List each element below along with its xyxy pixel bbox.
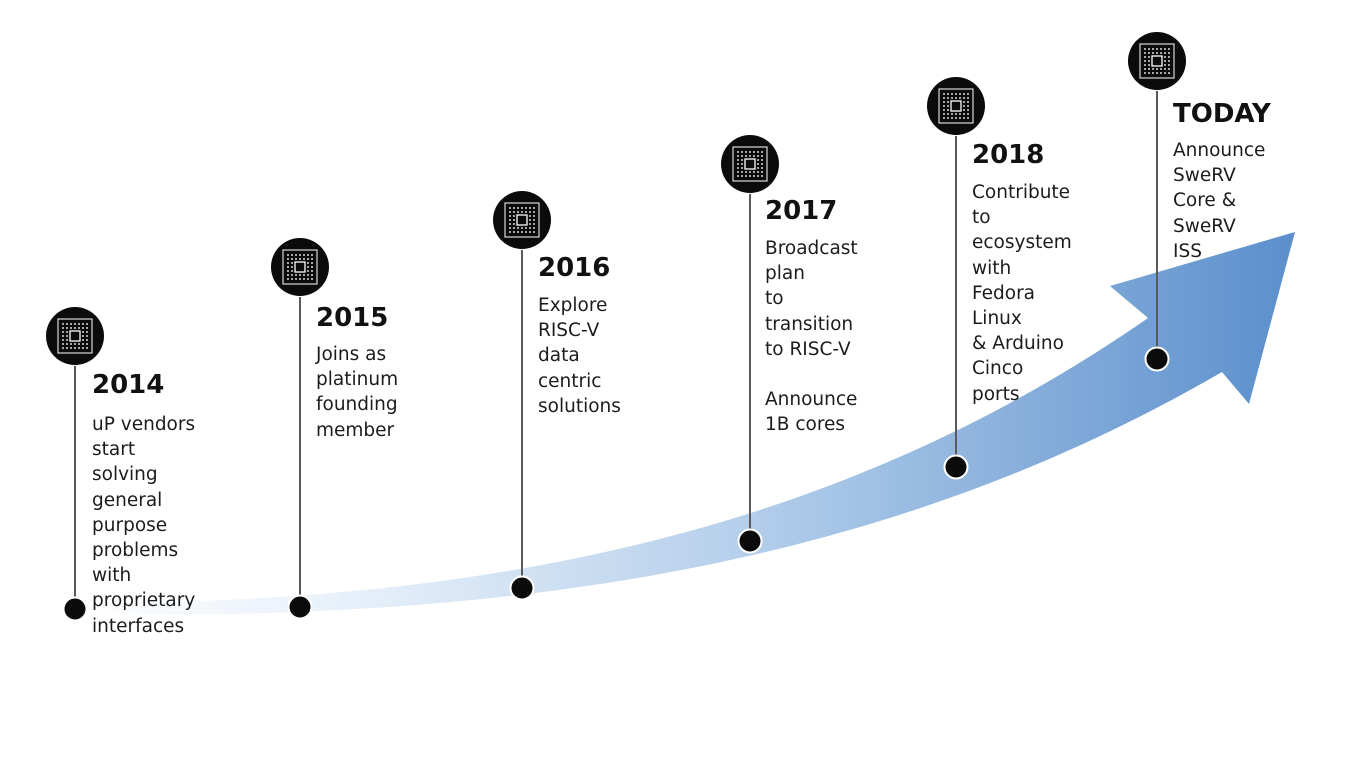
- chip-icon: [721, 135, 779, 193]
- milestone-today: TODAY Announce SweRV Core & SweRV ISS: [0, 0, 1271, 262]
- milestone-year: 2015: [316, 303, 389, 333]
- milestone-year: 2017: [765, 196, 838, 226]
- timeline-markers: [62, 346, 1170, 622]
- milestone-year: 2018: [972, 140, 1045, 170]
- milestone-description: Explore RISC-V data centric solutions: [538, 295, 621, 417]
- timeline-stems: [74, 91, 1158, 609]
- chip-icon: [46, 307, 104, 365]
- timeline-marker: [62, 596, 88, 622]
- milestone-2017: 2017 Broadcast plan to transition to RIS…: [0, 0, 858, 435]
- milestone-year: 2014: [92, 370, 165, 400]
- milestone-2018: 2018 Contribute to ecosystem with Fedora…: [0, 0, 1072, 405]
- milestone-2015: 2015 Joins as platinum founding member: [0, 0, 398, 441]
- chip-icon: [493, 191, 551, 249]
- timeline-marker: [509, 575, 535, 601]
- timeline-marker: [737, 528, 763, 554]
- timeline-marker: [1144, 346, 1170, 372]
- growth-arrow: [70, 232, 1295, 615]
- timeline-marker: [943, 454, 969, 480]
- milestone-description: uP vendors start solving general purpose…: [92, 414, 196, 637]
- milestone-description: Broadcast plan to transition to RISC-V A…: [765, 238, 858, 436]
- timeline-icons: [46, 32, 1186, 365]
- chip-icon: [927, 77, 985, 135]
- milestone-description: Joins as platinum founding member: [316, 344, 399, 441]
- chip-icon: [1128, 32, 1186, 90]
- milestone-year: TODAY: [1173, 99, 1271, 129]
- chip-icon: [271, 238, 329, 296]
- timeline-marker: [287, 594, 313, 620]
- milestone-description: Announce SweRV Core & SweRV ISS: [1173, 140, 1266, 262]
- milestone-year: 2016: [538, 253, 611, 283]
- milestone-2016: 2016 Explore RISC-V data centric solutio…: [0, 0, 621, 417]
- milestone-2014: 2014 uP vendors start solving general pu…: [0, 0, 195, 637]
- milestone-description: Contribute to ecosystem with Fedora Linu…: [972, 182, 1072, 405]
